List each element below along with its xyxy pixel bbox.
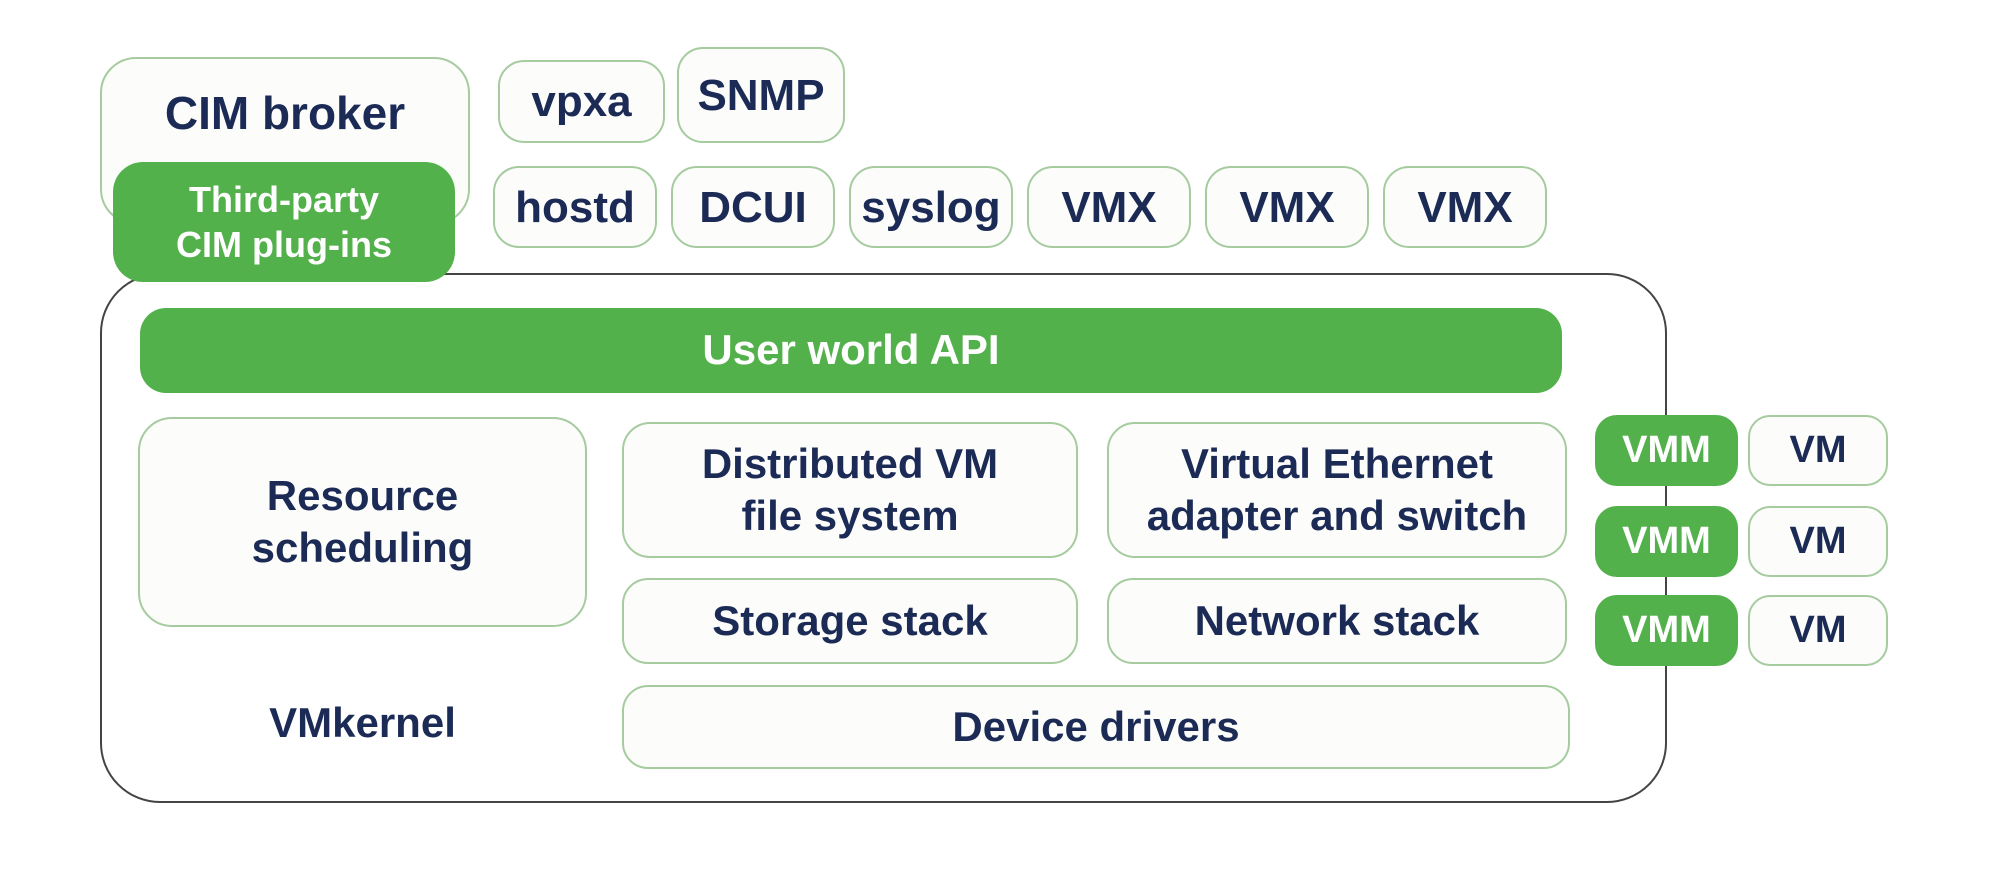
third-party-line1: Third-party	[188, 179, 379, 220]
vmx-box-1: VMX	[1027, 166, 1191, 248]
syslog-label: syslog	[861, 182, 1001, 232]
network-stack-label: Network stack	[1194, 596, 1480, 644]
vm-label: VM	[1789, 428, 1847, 471]
vmx-label: VMX	[1417, 182, 1513, 232]
snmp-label: SNMP	[697, 70, 825, 120]
distributed-vmfs-line2: file system	[741, 492, 959, 539]
dcui-box: DCUI	[671, 166, 835, 248]
vmx-box-3: VMX	[1383, 166, 1547, 248]
vmm-label: VMM	[1622, 428, 1711, 471]
vmx-box-2: VMX	[1205, 166, 1369, 248]
vmm-label: VMM	[1622, 608, 1711, 651]
storage-stack-box: Storage stack	[622, 578, 1078, 664]
resource-scheduling-line2: scheduling	[251, 524, 474, 571]
syslog-box: syslog	[849, 166, 1013, 248]
cim-broker-label: CIM broker	[164, 87, 406, 139]
resource-scheduling-box: Resource scheduling	[138, 417, 587, 627]
vpxa-label: vpxa	[531, 77, 632, 126]
third-party-line2: CIM plug-ins	[176, 224, 392, 265]
vmm-box-1: VMM	[1595, 415, 1738, 486]
vm-box-2: VM	[1748, 506, 1888, 577]
vm-box-3: VM	[1748, 595, 1888, 666]
vmm-label: VMM	[1622, 519, 1711, 562]
device-drivers-label: Device drivers	[952, 702, 1240, 750]
distributed-vm-file-system-box: Distributed VM file system	[622, 422, 1078, 558]
distributed-vmfs-line1: Distributed VM	[701, 439, 999, 487]
vm-label: VM	[1789, 519, 1847, 562]
resource-scheduling-line1: Resource	[266, 471, 459, 519]
device-drivers-box: Device drivers	[622, 685, 1570, 769]
vmkernel-label: VMkernel	[269, 699, 456, 746]
vpxa-box: vpxa	[498, 60, 665, 143]
vmm-box-3: VMM	[1595, 595, 1738, 666]
dcui-label: DCUI	[699, 182, 807, 232]
vmx-label: VMX	[1061, 182, 1157, 232]
virtual-ethernet-line2: adapter and switch	[1146, 492, 1528, 539]
third-party-cim-plugins-box: Third-party CIM plug-ins	[113, 162, 455, 282]
network-stack-box: Network stack	[1107, 578, 1567, 664]
hostd-box: hostd	[493, 166, 657, 248]
virtual-ethernet-line1: Virtual Ethernet	[1181, 439, 1493, 487]
vmx-label: VMX	[1239, 182, 1335, 232]
hostd-label: hostd	[515, 182, 635, 232]
snmp-box: SNMP	[677, 47, 845, 143]
vm-box-1: VM	[1748, 415, 1888, 486]
vm-label: VM	[1789, 608, 1847, 651]
virtual-ethernet-box: Virtual Ethernet adapter and switch	[1107, 422, 1567, 558]
vmm-box-2: VMM	[1595, 506, 1738, 577]
storage-stack-label: Storage stack	[712, 596, 988, 644]
user-world-api-label: User world API	[702, 326, 1000, 374]
user-world-api-bar: User world API	[140, 308, 1562, 393]
